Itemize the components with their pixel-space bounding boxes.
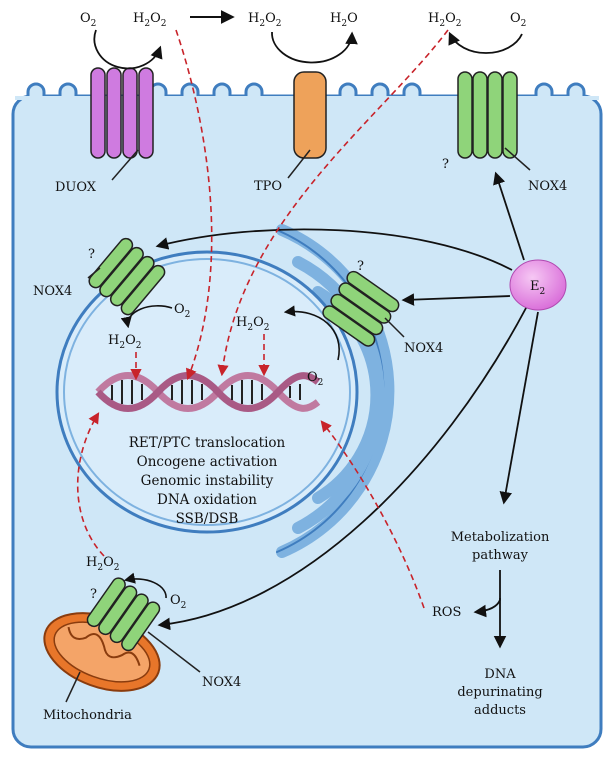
nox4-er [322, 270, 400, 347]
svg-text:H2O2: H2O2 [108, 333, 141, 351]
mitochondria-label: Mitochondria [43, 708, 132, 723]
nox4-apical-label: NOX4 [528, 179, 567, 194]
effect-4: DNA oxidation [157, 492, 257, 508]
estrogen-molecule [509, 259, 567, 311]
svg-text:E2: E2 [530, 279, 545, 297]
svg-text:O2: O2 [170, 593, 186, 611]
unknown-mark-nuclear: ? [88, 247, 95, 262]
er-reaction-arc [283, 305, 340, 361]
tpo-protein [293, 71, 327, 159]
nuclear-reaction-arc [120, 305, 173, 329]
svg-text:adducts: adducts [474, 703, 526, 718]
nox4-nuclear [88, 237, 166, 316]
nox4-apical-reaction-arc [448, 31, 523, 54]
duox-reaction-arc [93, 29, 163, 70]
svg-text:H2O: H2O [330, 11, 358, 29]
svg-text:H2O2: H2O2 [248, 11, 281, 29]
estrogen-arrows [155, 171, 539, 649]
effect-3: Genomic instability [141, 473, 274, 489]
effect-5: SSB/DSB [176, 511, 239, 527]
svg-text:H2O2: H2O2 [86, 555, 119, 573]
nox4-nuclear-label: NOX4 [33, 284, 72, 299]
unknown-mark-apical: ? [442, 157, 449, 172]
svg-text:H2O2: H2O2 [428, 11, 461, 29]
duox-protein [90, 67, 154, 159]
unknown-mark-er: ? [357, 259, 364, 274]
svg-text:depurinating: depurinating [457, 685, 542, 700]
effect-2: Oncogene activation [137, 454, 278, 470]
metabolization-label: Metabolization pathway [451, 530, 550, 563]
svg-text:pathway: pathway [472, 548, 529, 563]
svg-text:H2O2: H2O2 [236, 315, 269, 333]
tpo-reaction-arc [271, 31, 358, 64]
svg-text:Metabolization: Metabolization [451, 530, 550, 545]
mito-reaction-arc [123, 572, 167, 599]
duox-label: DUOX [55, 180, 97, 195]
ros-dashed-arrows [76, 29, 449, 609]
svg-text:O2: O2 [307, 370, 323, 388]
tpo-label: TPO [254, 179, 282, 194]
nox4-mito [86, 577, 161, 652]
effect-1: RET/PTC translocation [129, 435, 286, 451]
nucleus [55, 250, 359, 534]
microvilli [26, 82, 586, 98]
nox4-mito-label: NOX4 [202, 675, 241, 690]
nox4-apical [457, 71, 518, 159]
svg-text:O2: O2 [80, 11, 96, 29]
nucleus-effects: RET/PTC translocation Oncogene activatio… [129, 435, 286, 527]
dna-adducts-label: DNA depurinating adducts [457, 667, 542, 718]
svg-text:O2: O2 [174, 302, 190, 320]
svg-text:O2: O2 [510, 11, 526, 29]
unknown-mark-mito: ? [90, 587, 97, 602]
ros-label: ROS [432, 605, 461, 620]
svg-text:H2O2: H2O2 [133, 11, 166, 29]
svg-text:DNA: DNA [484, 667, 516, 682]
nox4-er-label: NOX4 [404, 341, 443, 356]
